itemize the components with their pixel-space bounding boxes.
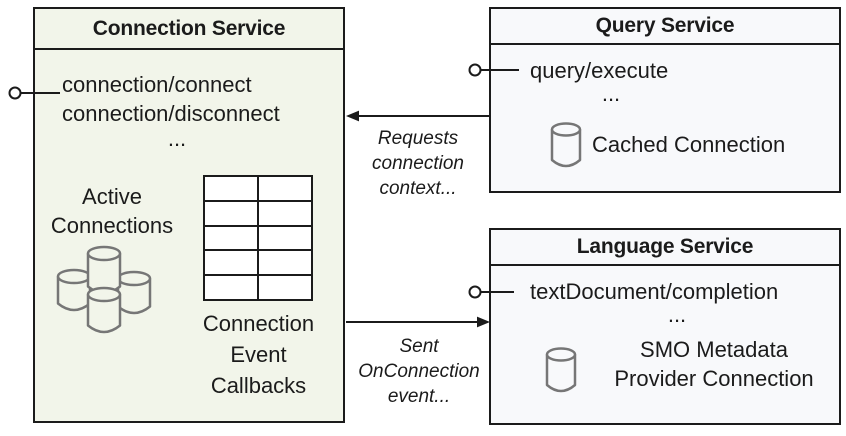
language-service-header: Language Service — [491, 230, 839, 266]
table-cell — [205, 251, 257, 275]
provider-label-line: SMO Metadata — [640, 337, 788, 362]
method-query-execute: query/execute — [530, 58, 669, 83]
active-connections-label: Active Connections — [36, 182, 188, 240]
database-cylinder — [116, 270, 152, 315]
connection-service-title: Connection Service — [92, 16, 286, 40]
flow-label-line: event... — [387, 386, 451, 407]
sent-arrow — [346, 316, 490, 328]
active-connections-line: Connections — [50, 213, 174, 238]
method-connection-disconnect: connection/disconnect — [62, 101, 280, 126]
database-icon — [545, 347, 577, 393]
method-connection-connect: connection/connect — [62, 72, 252, 97]
flow-label-line: Requests — [377, 128, 459, 149]
table-cell — [259, 201, 311, 225]
database-cylinder — [86, 286, 122, 334]
table-cell — [205, 201, 257, 225]
table-cell — [259, 276, 311, 299]
requests-arrow — [346, 110, 489, 122]
flow-label-line: Sent — [399, 336, 439, 357]
database-cylinder — [56, 268, 92, 312]
language-service-title: Language Service — [576, 235, 754, 258]
flow-label-line: OnConnection — [358, 361, 480, 382]
table-cell — [259, 177, 311, 200]
flow-label-line: context... — [379, 178, 457, 199]
method-textdocument-completion: textDocument/completion — [530, 279, 779, 304]
methods-ellipsis: ... — [601, 81, 621, 106]
database-cluster-icon — [56, 245, 152, 334]
table-cell — [259, 226, 311, 250]
language-methods-list: textDocument/completion ... — [530, 280, 824, 326]
callbacks-table — [203, 175, 313, 301]
requests-connection-context-label: Requests connection context... — [352, 126, 484, 201]
active-connections-line: Active — [82, 184, 142, 209]
callbacks-label-line: Connection — [202, 311, 315, 336]
connection-methods-list: connection/connect connection/disconnect… — [62, 70, 292, 150]
callbacks-label-line: Event — [230, 342, 287, 367]
query-service-title: Query Service — [595, 14, 735, 37]
connection-service-header: Connection Service — [35, 9, 343, 50]
table-cell — [205, 226, 257, 250]
query-service-header: Query Service — [491, 9, 839, 45]
query-methods-list: query/execute ... — [530, 59, 692, 105]
flow-label-line: connection — [372, 153, 464, 174]
database-cylinder — [86, 245, 122, 295]
provider-label-line: Provider Connection — [614, 366, 814, 391]
database-icon — [550, 122, 582, 168]
arrowhead-left-icon — [346, 110, 359, 122]
table-cell — [205, 276, 257, 299]
table-cell — [205, 177, 257, 200]
cached-connection-label: Cached Connection — [592, 132, 786, 157]
connection-event-callbacks-label: Connection Event Callbacks — [186, 308, 331, 401]
callbacks-label-line: Callbacks — [210, 373, 307, 398]
methods-ellipsis: ... — [667, 302, 687, 327]
query-service-box: Query Service query/execute ... Cached C… — [489, 7, 841, 193]
sent-onconnection-event-label: Sent OnConnection event... — [350, 334, 488, 409]
table-cell — [259, 251, 311, 275]
language-service-box: Language Service textDocument/completion… — [489, 228, 841, 425]
connection-service-box: Connection Service connection/connect co… — [33, 7, 345, 423]
methods-ellipsis: ... — [167, 126, 187, 151]
smo-metadata-provider-label: SMO Metadata Provider Connection — [588, 335, 840, 393]
